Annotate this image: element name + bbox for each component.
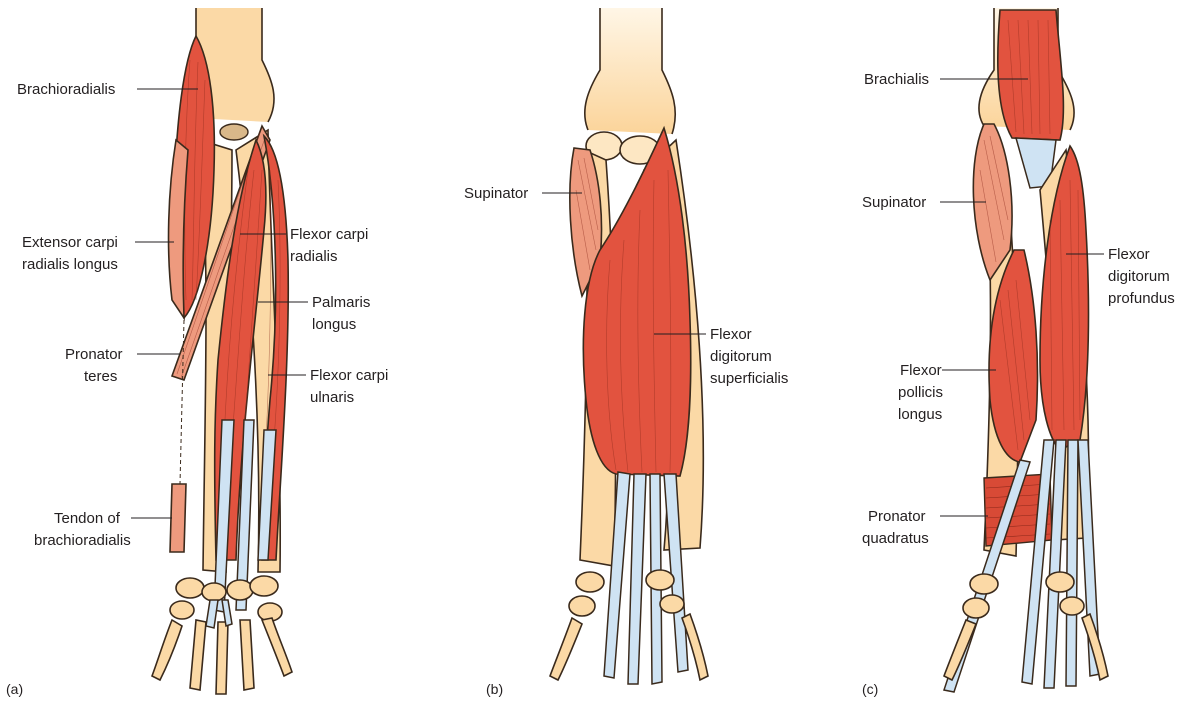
panel-b-tag: (b) — [486, 681, 503, 697]
label-brachialis: Brachialis — [864, 71, 929, 88]
label-pronator-teres-line1: Pronator — [65, 346, 123, 363]
label-supinator-c: Supinator — [862, 194, 926, 211]
label-flexor-digitorum-profundus-line1: Flexor — [1108, 246, 1150, 263]
label-flexor-carpi-radialis-line2: radialis — [290, 248, 338, 265]
panel-a-hand — [152, 576, 292, 694]
label-palmaris-longus-line2: longus — [312, 316, 356, 333]
label-pronator-quadratus-line1: Pronator — [868, 508, 926, 525]
label-flexor-digitorum-profundus-line2: digitorum — [1108, 268, 1170, 285]
panel-b-illustration — [550, 8, 708, 684]
panel-c-tag: (c) — [862, 681, 878, 697]
label-pronator-quadratus-line2: quadratus — [862, 530, 929, 547]
label-palmaris-longus-line1: Palmaris — [312, 294, 370, 311]
panel-b: (b) Supinator Flexor digitorum superfici… — [464, 8, 788, 697]
label-flexor-pollicis-longus-line3: longus — [898, 406, 942, 423]
panel-a-tag: (a) — [6, 681, 23, 697]
label-flexor-digitorum-superficialis-line1: Flexor — [710, 326, 752, 343]
panel-c: (c) Brachialis Supinator Flexor pollicis… — [862, 8, 1175, 697]
label-flexor-digitorum-profundus-line3: profundus — [1108, 290, 1175, 307]
label-flexor-carpi-ulnaris-line2: ulnaris — [310, 389, 354, 406]
label-brachioradialis: Brachioradialis — [17, 81, 115, 98]
label-flexor-carpi-radialis-line1: Flexor carpi — [290, 226, 368, 243]
label-flexor-digitorum-superficialis-line3: superficialis — [710, 370, 788, 387]
label-flexor-pollicis-longus-line2: pollicis — [898, 384, 943, 401]
label-flexor-carpi-ulnaris-line1: Flexor carpi — [310, 367, 388, 384]
label-flexor-pollicis-longus-line1: Flexor — [900, 362, 942, 379]
label-tendon-of-brachioradialis-line2: brachioradialis — [34, 532, 131, 549]
label-pronator-teres-line2: teres — [84, 368, 117, 385]
panel-a: (a) Brachioradialis Extensor carpi radia… — [6, 8, 388, 697]
panel-c-illustration — [944, 8, 1108, 692]
label-extensor-carpi-radialis-longus-line1: Extensor carpi — [22, 234, 118, 251]
label-tendon-of-brachioradialis-line1: Tendon of — [54, 510, 121, 527]
label-supinator-b: Supinator — [464, 185, 528, 202]
panel-a-illustration — [152, 8, 292, 694]
label-flexor-digitorum-superficialis-line2: digitorum — [710, 348, 772, 365]
label-extensor-carpi-radialis-longus-line2: radialis longus — [22, 256, 118, 273]
